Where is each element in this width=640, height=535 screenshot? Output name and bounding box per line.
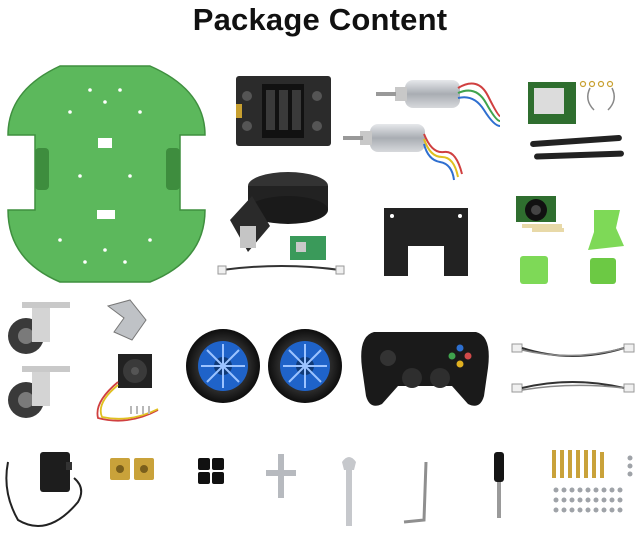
screwdriver [494,452,504,518]
lidar-adapter-board [217,236,345,275]
dc-gear-motors [343,80,501,181]
brass-couplings [110,458,154,480]
open-wrench [342,457,356,526]
screws-and-standoffs [552,450,633,513]
wifi-card-with-antennas [528,80,624,160]
green-acrylic-chassis-plate [7,65,206,283]
drive-wheels [186,329,342,403]
power-adapter [5,452,83,527]
page-title: Package Content [192,2,448,37]
lidar-sensor [230,172,328,252]
battery-driver-board [236,76,331,146]
wireless-gamepad [361,332,489,406]
camera-module [516,196,564,232]
black-mounting-plate [384,208,468,276]
green-camera-bracket [520,210,624,284]
metal-bracket [106,299,147,341]
hex-key [403,461,428,524]
rubber-pads [198,458,224,484]
connection-cables [511,343,635,393]
cross-wrench [266,454,296,498]
cooling-fan [96,354,159,422]
caster-wheels [8,302,70,418]
